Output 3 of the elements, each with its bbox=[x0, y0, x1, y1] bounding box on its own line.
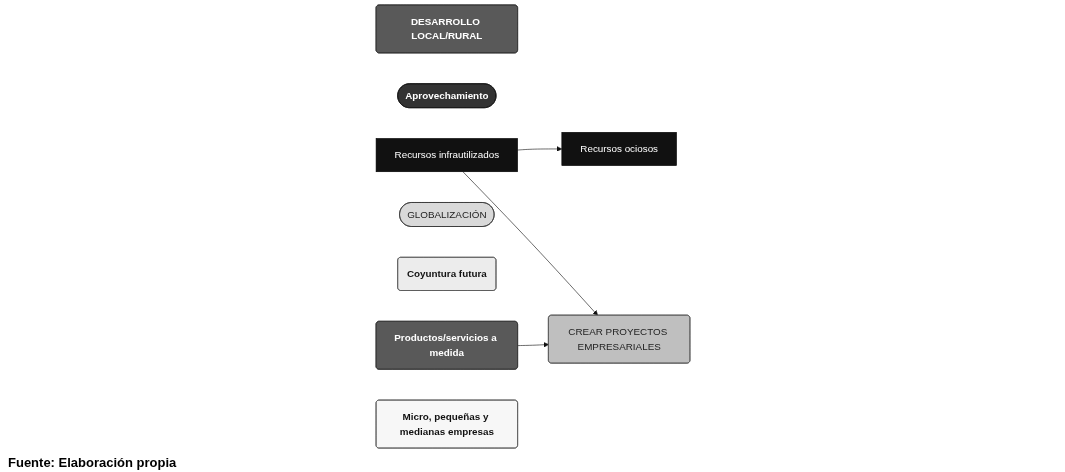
node-box: Recursos ociosos bbox=[561, 132, 677, 166]
source-caption: Fuente: Elaboración propia bbox=[7, 454, 178, 472]
node-box: Recursos infrautilizados bbox=[375, 138, 518, 173]
